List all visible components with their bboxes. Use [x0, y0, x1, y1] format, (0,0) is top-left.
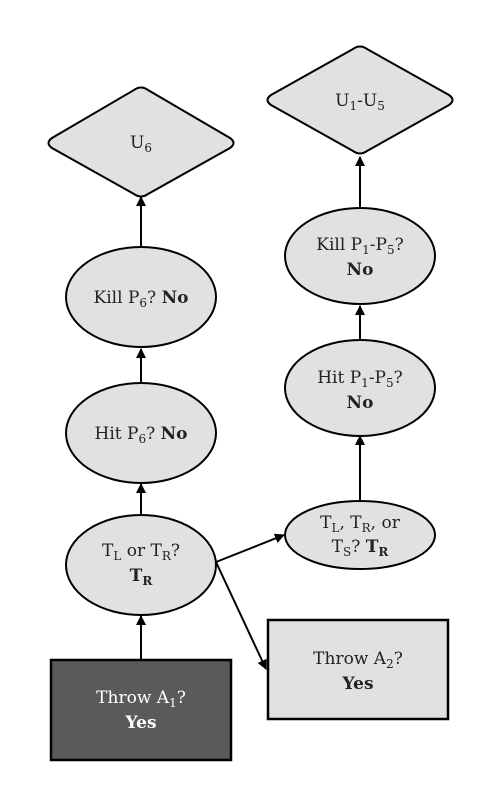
kill-p1p5-question: Kill P1-P5? — [316, 235, 403, 257]
hit-p6-label: Hit P6? No — [95, 424, 188, 446]
u1u5-label: U1-U5 — [335, 91, 385, 113]
kill-p6-label: Kill P6? No — [94, 288, 189, 310]
edge-tl-tr-to-tl-tr-ts — [215, 533, 285, 563]
tl-or-tr-ellipse — [65, 514, 217, 616]
tl-tr-ts-line1: TL, TR, or — [320, 513, 401, 535]
tl-tr-ts-ellipse — [284, 500, 436, 570]
edge-tl-tr-to-throw-a2 — [215, 561, 267, 670]
u6-label: U6 — [130, 133, 152, 155]
u6-diamond — [47, 86, 235, 198]
throw-a2-box — [266, 618, 450, 721]
hit-p1p5-answer: No — [347, 393, 374, 413]
throw-a2-answer: Yes — [341, 674, 373, 694]
hit-p6-ellipse — [65, 382, 217, 484]
throw-a1-question: Throw A1? — [96, 688, 186, 710]
kill-p1p5-ellipse — [284, 207, 436, 305]
node-kill-p1-p5: Kill P1-P5? No — [284, 207, 436, 305]
hit-p1p5-ellipse — [284, 339, 436, 437]
kill-p1p5-answer: No — [347, 260, 374, 280]
node-throw-a2: Throw A2? Yes — [266, 618, 450, 721]
tl-or-tr-answer: TR — [130, 566, 154, 588]
node-hit-p1-p5: Hit P1-P5? No — [284, 339, 436, 437]
tl-or-tr-question: TL or TR? — [102, 541, 180, 563]
tl-tr-ts-line2: TS? TR — [332, 537, 390, 559]
u1u5-diamond — [266, 45, 454, 155]
throw-a2-question: Throw A2? — [313, 649, 403, 671]
node-kill-p6: Kill P6? No — [65, 246, 217, 348]
node-hit-p6: Hit P6? No — [65, 382, 217, 484]
throw-a1-answer: Yes — [124, 713, 156, 733]
node-u6: U6 — [47, 86, 235, 198]
node-u1-u5: U1-U5 — [266, 45, 454, 155]
kill-p6-ellipse — [65, 246, 217, 348]
node-tl-tr-or-ts: TL, TR, or TS? TR — [284, 500, 436, 570]
node-tl-or-tr: TL or TR? TR — [65, 514, 217, 616]
edges — [136, 156, 365, 670]
hit-p1p5-question: Hit P1-P5? — [317, 368, 403, 390]
throw-a1-box — [49, 658, 233, 762]
node-throw-a1: Throw A1? Yes — [49, 658, 233, 762]
